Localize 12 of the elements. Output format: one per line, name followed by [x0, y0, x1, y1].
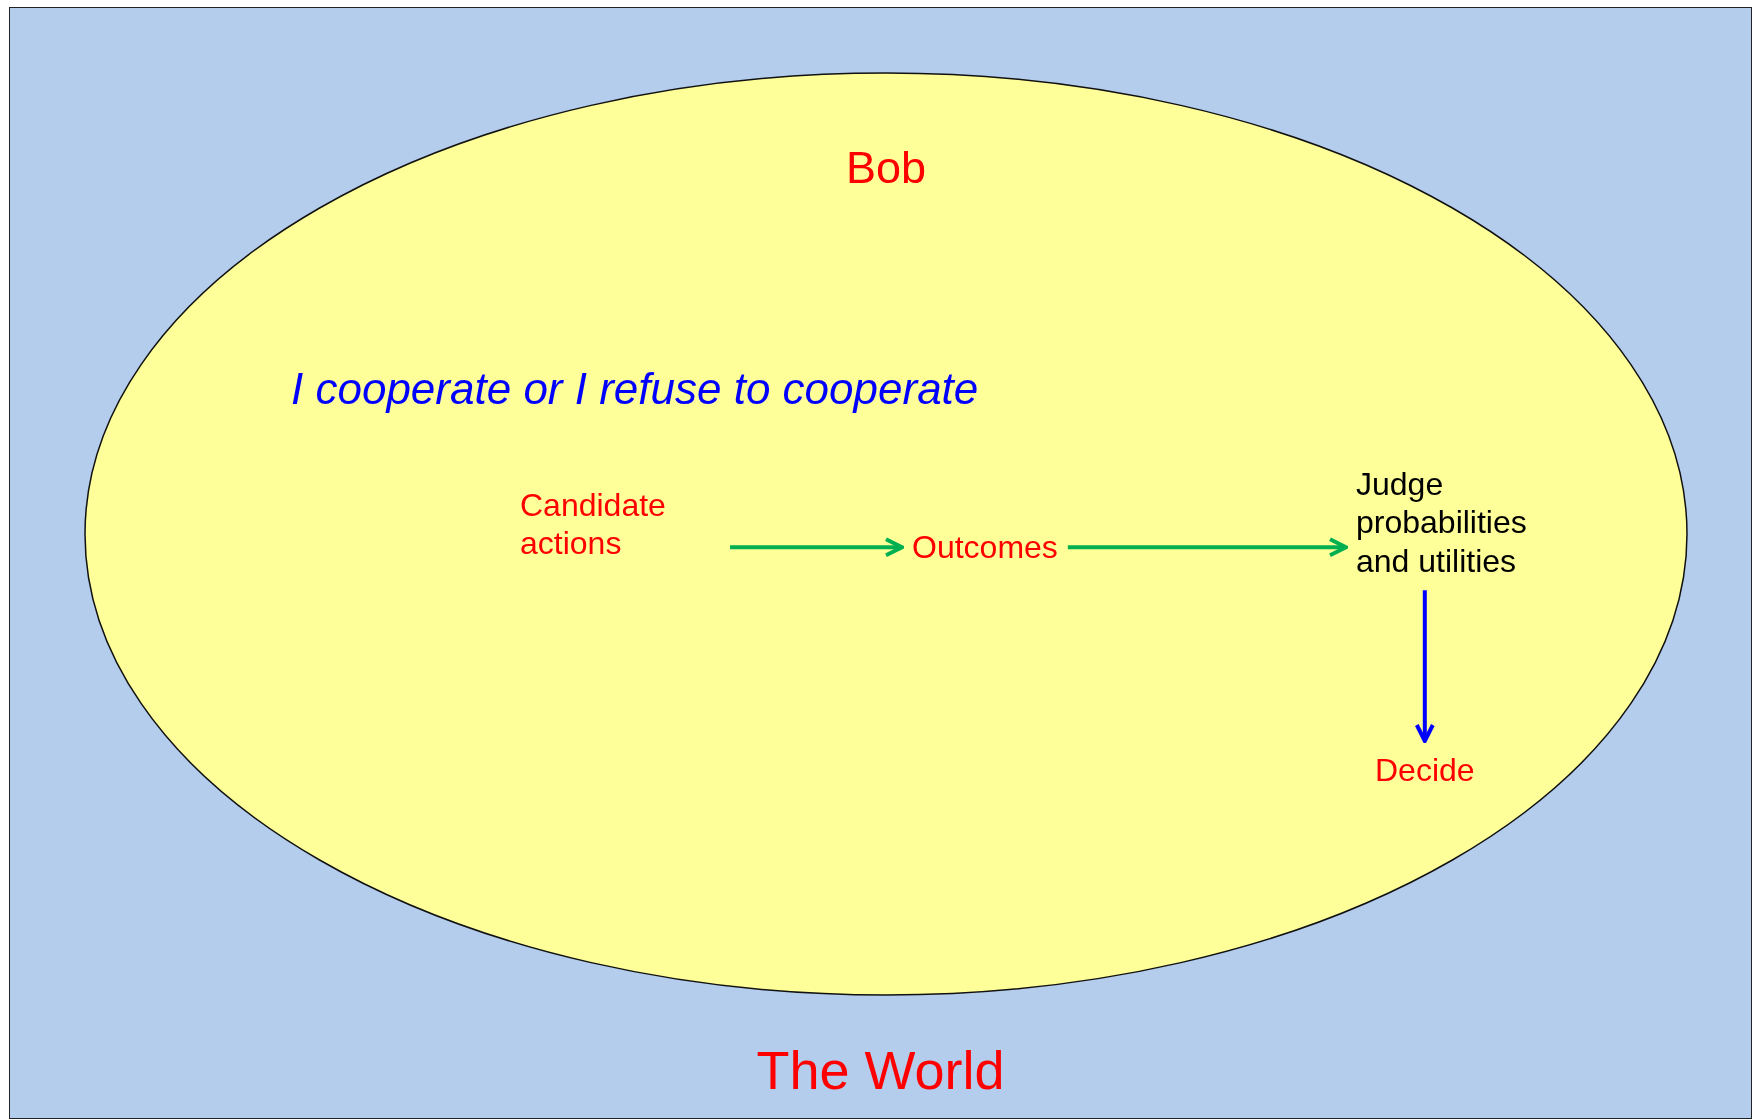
step-text: Judge probabilities and utilities [1356, 465, 1581, 581]
arrow [730, 537, 904, 558]
arrow [1414, 590, 1435, 743]
bob-ellipse [85, 73, 1687, 995]
step-text: Candidate actions [520, 486, 720, 563]
world-rectangle [9, 7, 1752, 1119]
world-title: The World [756, 1040, 1005, 1100]
ellipse-title: Bob [845, 142, 927, 193]
choice-text: I cooperate or I refuse to cooperate [291, 364, 979, 413]
arrow [1067, 537, 1348, 558]
step-text: Outcomes [912, 528, 1058, 567]
step-text: Decide [1375, 751, 1475, 790]
